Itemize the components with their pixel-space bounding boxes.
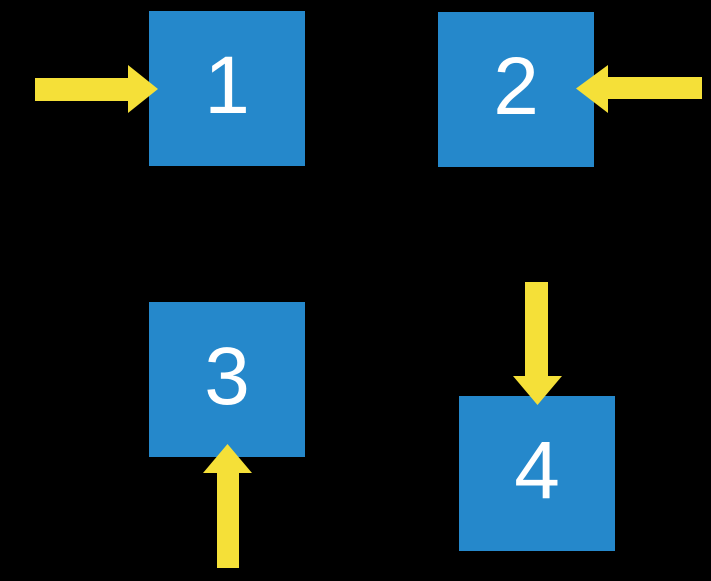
square-1-number: 1 (204, 39, 250, 131)
square-2-number: 2 (493, 40, 539, 132)
numbered-square-3[interactable]: 3 (149, 302, 305, 457)
numbered-square-1[interactable]: 1 (149, 11, 305, 166)
arrow-right-icon (35, 65, 158, 113)
arrow-up-icon (203, 444, 252, 568)
numbered-square-4[interactable]: 4 (459, 396, 615, 551)
square-3-number: 3 (204, 330, 250, 422)
square-4-number: 4 (514, 424, 560, 516)
arrow-down-icon (513, 282, 562, 405)
numbered-square-2[interactable]: 2 (438, 12, 594, 167)
arrow-left-icon (576, 65, 702, 113)
